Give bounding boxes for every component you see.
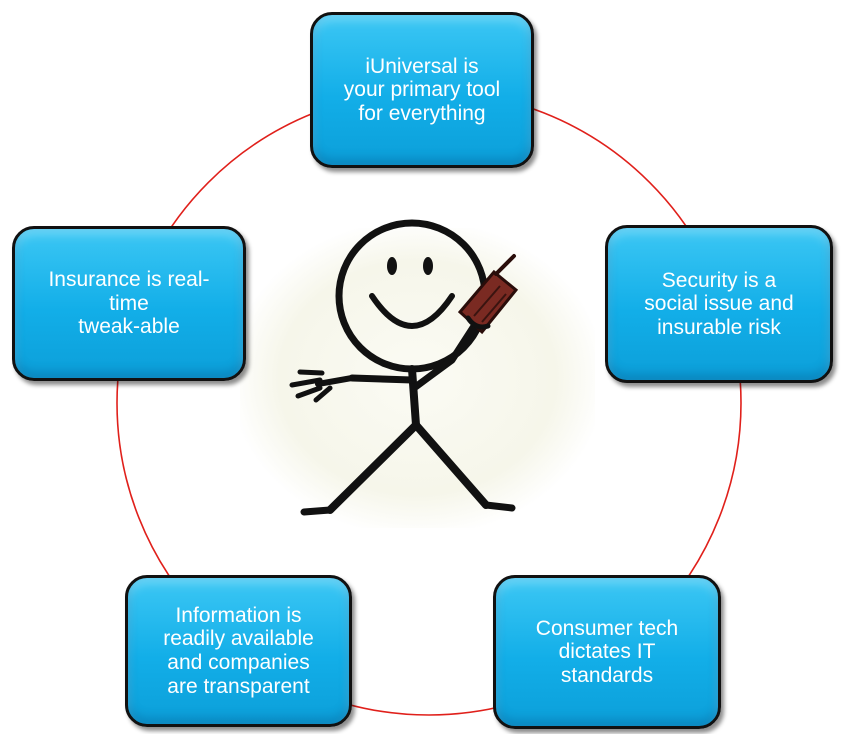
node-line: standards (560, 663, 654, 687)
node-security: Security is a social issue and insurable… (605, 225, 833, 383)
node-line: insurable risk (657, 315, 781, 339)
node-line: for everything (358, 101, 486, 125)
node-insurance: Insurance is real- time tweak-able (12, 226, 246, 381)
node-line: your primary tool (343, 78, 501, 102)
node-line: iUniversal is (365, 54, 479, 78)
node-line: Insurance is real- (48, 268, 210, 292)
node-line: and companies (167, 651, 310, 674)
node-line: tweak-able (78, 315, 180, 339)
node-line: Consumer tech (535, 616, 679, 640)
node-line: Information is (175, 603, 302, 627)
node-consumer-tech: Consumer tech dictates IT standards (493, 575, 721, 729)
node-line: time (109, 291, 149, 315)
node-line: readily available (163, 627, 314, 651)
node-line: Security is a (661, 268, 777, 292)
node-line: social issue and (644, 292, 794, 316)
node-line: dictates IT (558, 640, 656, 664)
node-line: are transparent (167, 674, 310, 698)
figure-backdrop (240, 228, 595, 528)
node-primary-tool: iUniversal is your primary tool for ever… (310, 12, 534, 168)
phone-icon (457, 254, 519, 335)
node-information: Information is readily available and com… (125, 575, 352, 727)
